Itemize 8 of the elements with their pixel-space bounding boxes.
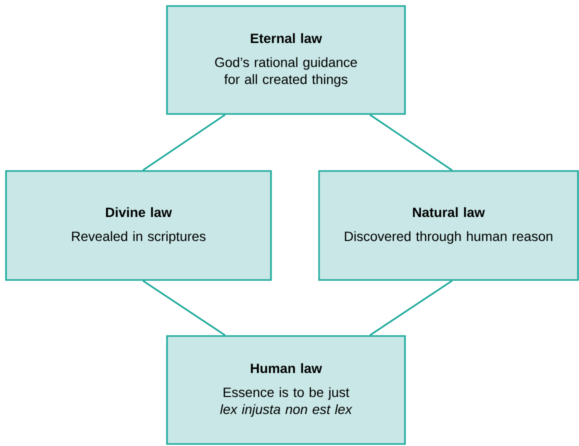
connector-line [370, 280, 452, 336]
law-box: Divine law Revealed in scriptures [5, 170, 272, 281]
connector-line [370, 114, 452, 171]
connector-line [142, 114, 226, 171]
connector-line [142, 280, 226, 336]
law-box: Human law Essence is to be just lex injusta non est lex [166, 335, 406, 445]
law-box: Eternal law God’s rational guidance for all created things [166, 5, 406, 115]
law-box: Natural law Discovered through human reason [318, 170, 579, 281]
